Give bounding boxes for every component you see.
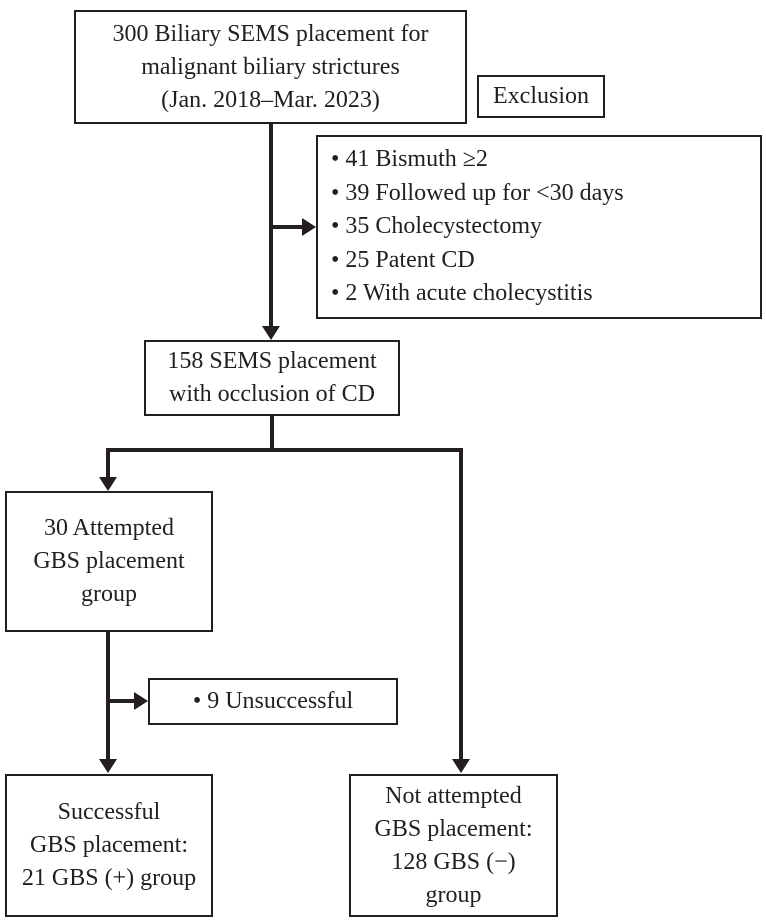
attempted-line3: group xyxy=(81,581,137,607)
connector-to-unsuccessful-line xyxy=(108,699,135,703)
exclusion-item-3: • 35 Cholecystectomy xyxy=(331,213,543,240)
exclusion-label-box: Exclusion xyxy=(477,75,605,118)
arrowhead-into-not-attempted-box xyxy=(452,759,470,773)
exclusion-label: Exclusion xyxy=(493,83,589,109)
connector-sems-down-line xyxy=(270,416,274,452)
not-attempted-line1: Not attempted xyxy=(385,782,522,809)
successful-box: Successful GBS placement: 21 GBS (+) gro… xyxy=(5,774,213,917)
connector-to-exclusion-line xyxy=(271,225,303,229)
exclusion-item-2: • 39 Followed up for <30 days xyxy=(331,179,624,206)
sems-occlusion-line1: 158 SEMS placement xyxy=(167,348,377,374)
connector-right-branch-line xyxy=(459,448,463,761)
exclusion-list-box: • 41 Bismuth ≥2 • 39 Followed up for <30… xyxy=(316,135,762,319)
arrowhead-into-exclusion-list xyxy=(302,218,316,236)
unsuccessful-box: • 9 Unsuccessful xyxy=(148,678,398,725)
source-box-line2: malignant biliary strictures xyxy=(141,53,400,80)
sems-occlusion-line2: with occlusion of CD xyxy=(169,381,375,407)
attempted-line1: 30 Attempted xyxy=(44,515,174,541)
source-box-line1: 300 Biliary SEMS placement for xyxy=(112,20,429,47)
arrowhead-into-attempted-box xyxy=(99,477,117,491)
unsuccessful-text: • 9 Unsuccessful xyxy=(192,688,354,714)
successful-line2: GBS placement: xyxy=(30,832,188,858)
exclusion-item-4: • 25 Patent CD xyxy=(331,246,475,273)
attempted-line2: GBS placement xyxy=(33,548,185,574)
connector-attempted-to-successful-line xyxy=(106,632,110,761)
arrowhead-into-successful-box xyxy=(99,759,117,773)
arrowhead-into-unsuccessful-box xyxy=(134,692,148,710)
not-attempted-line2: GBS placement: xyxy=(374,815,533,842)
not-attempted-line4: group xyxy=(425,881,482,908)
not-attempted-line3: 128 GBS (−) xyxy=(391,848,516,875)
sems-occlusion-box: 158 SEMS placement with occlusion of CD xyxy=(144,340,400,416)
successful-line1: Successful xyxy=(57,799,161,825)
connector-left-branch-line xyxy=(106,448,110,479)
source-box: 300 Biliary SEMS placement for malignant… xyxy=(74,10,467,124)
successful-line3: 21 GBS (+) group xyxy=(21,865,197,891)
source-box-line3: (Jan. 2018–Mar. 2023) xyxy=(161,86,380,113)
exclusion-item-1: • 41 Bismuth ≥2 xyxy=(331,146,488,173)
attempted-box: 30 Attempted GBS placement group xyxy=(5,491,213,632)
not-attempted-box: Not attempted GBS placement: 128 GBS (−)… xyxy=(349,774,558,917)
exclusion-item-5: • 2 With acute cholecystitis xyxy=(331,280,593,307)
arrowhead-into-sems-box xyxy=(262,326,280,340)
connector-split-line xyxy=(106,448,463,452)
